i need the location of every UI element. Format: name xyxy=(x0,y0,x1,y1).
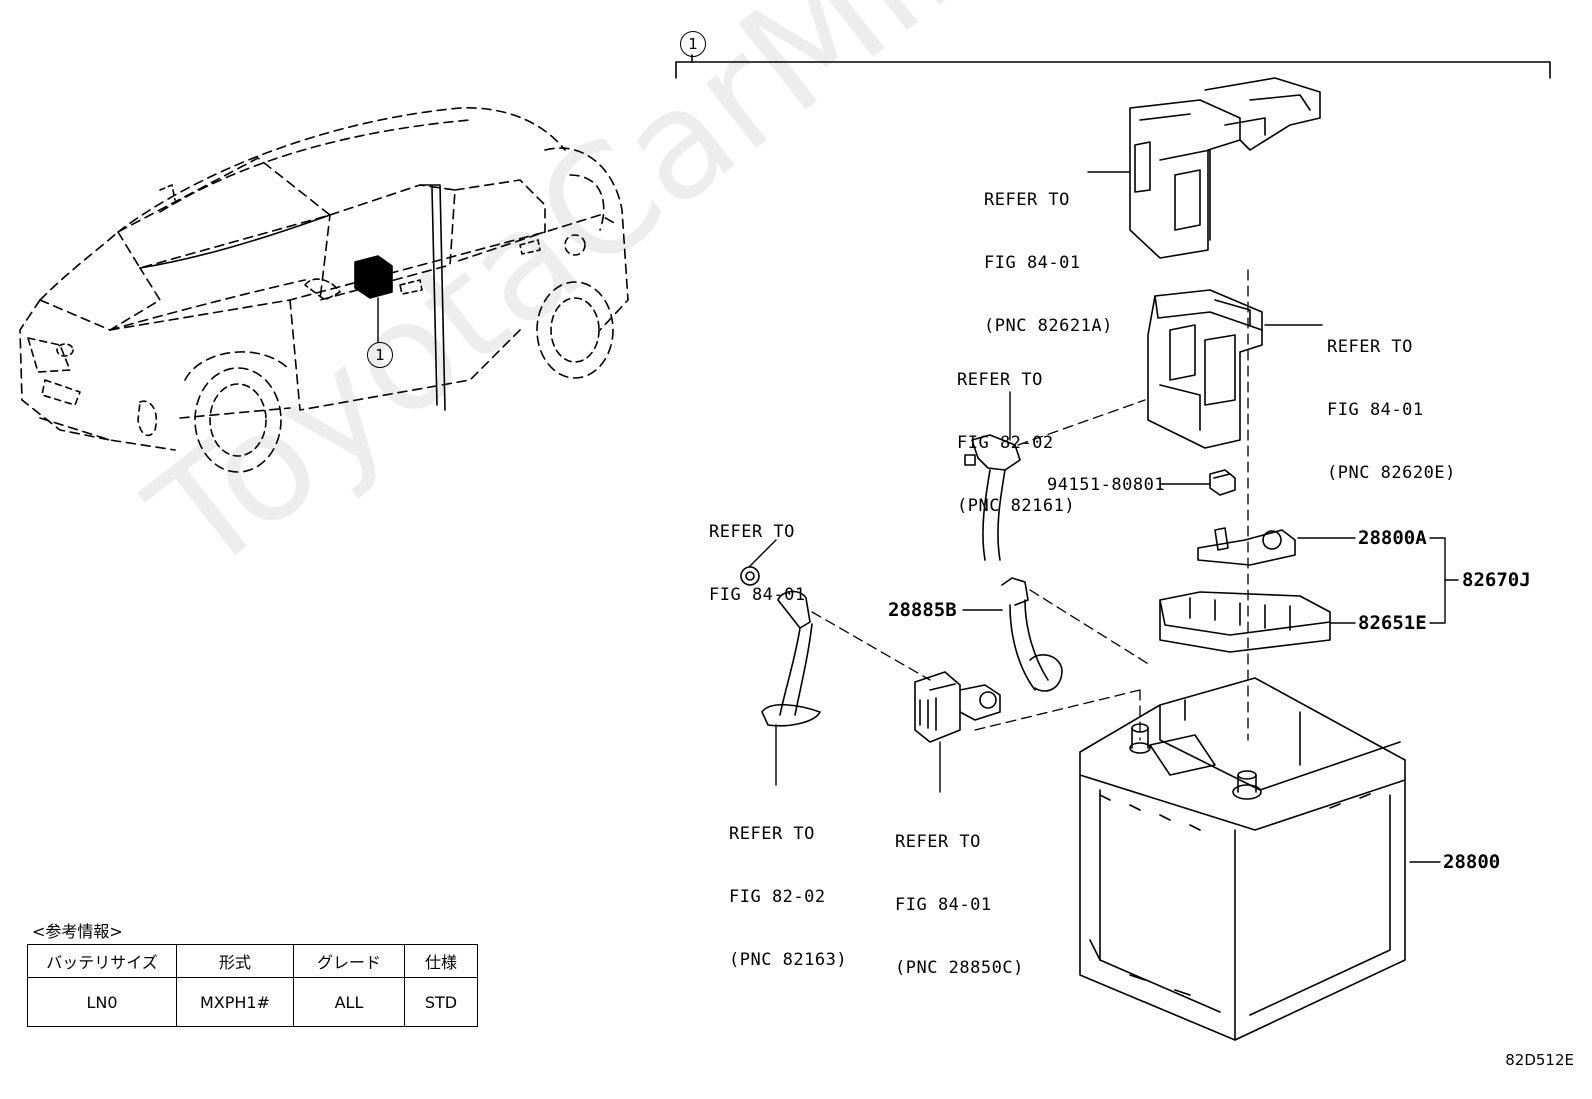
cell-battery-size: LN0 xyxy=(27,977,177,1027)
part-number-28885b[interactable]: 28885B xyxy=(888,599,957,621)
refer-fig: FIG 84-01 xyxy=(895,895,992,915)
refer-fig: FIG 84-01 xyxy=(709,585,806,605)
refer-line: REFER TO xyxy=(729,824,815,844)
cell-grade: ALL xyxy=(293,977,405,1027)
refer-fig: FIG 82-02 xyxy=(957,433,1054,453)
battery-28800 xyxy=(1079,677,1406,1041)
part-number-28800a[interactable]: 28800A xyxy=(1358,527,1427,549)
callout-marker-assembly: 1 xyxy=(680,31,706,57)
leader-lines xyxy=(749,171,1459,863)
part-number-28800[interactable]: 28800 xyxy=(1443,851,1501,873)
cover-82651e xyxy=(1159,591,1331,653)
refer-line: REFER TO xyxy=(1327,337,1413,357)
refer-label-82621a[interactable]: REFER TO FIG 84-01 (PNC 82621A) xyxy=(984,148,1113,358)
callout-marker-car: 1 xyxy=(367,342,393,368)
refer-label-82163[interactable]: REFER TO FIG 82-02 (PNC 82163) xyxy=(729,782,847,992)
header-spec: 仕様 xyxy=(404,944,478,978)
refer-pnc: (PNC 28850C) xyxy=(895,958,1024,978)
part-number-82670j[interactable]: 82670J xyxy=(1462,569,1531,591)
refer-fig: FIG 82-02 xyxy=(729,887,826,907)
refer-pnc: (PNC 82163) xyxy=(729,950,848,970)
relay-block-82620e xyxy=(1147,289,1263,449)
refer-label-82620e[interactable]: REFER TO FIG 84-01 (PNC 82620E) xyxy=(1327,295,1456,505)
header-battery-size: バッテリサイズ xyxy=(27,944,177,978)
cell-model: MXPH1# xyxy=(176,977,294,1027)
refer-label-28850c[interactable]: REFER TO FIG 84-01 (PNC 28850C) xyxy=(895,790,1024,1000)
refer-line: REFER TO xyxy=(984,190,1070,210)
refer-pnc: (PNC 82620E) xyxy=(1327,463,1456,483)
fuse-block-82621a xyxy=(1129,77,1321,259)
part-number-82651e[interactable]: 82651E xyxy=(1358,612,1427,634)
refer-line: REFER TO xyxy=(709,522,795,542)
terminal-28850c xyxy=(914,671,1001,743)
reference-info-title: <参考情報> xyxy=(32,922,123,941)
assembly-dashed-lines xyxy=(811,269,1249,741)
refer-pnc: (PNC 82161) xyxy=(957,496,1076,516)
refer-fig: FIG 84-01 xyxy=(984,253,1081,273)
header-model: 形式 xyxy=(176,944,294,978)
ground-cable-82163 xyxy=(740,566,821,727)
diagram-code: 82D512E xyxy=(1505,1051,1574,1069)
header-grade: グレード xyxy=(293,944,405,978)
refer-pnc: (PNC 82621A) xyxy=(984,316,1113,336)
refer-label-82161[interactable]: REFER TO FIG 82-02 (PNC 82161) xyxy=(957,328,1075,538)
cable-82161 xyxy=(964,434,1021,561)
cell-spec: STD xyxy=(404,977,478,1027)
bolt-94151 xyxy=(1209,469,1236,496)
terminal-28800a xyxy=(1197,527,1296,566)
refer-label-fig8401[interactable]: REFER TO FIG 84-01 xyxy=(709,480,806,627)
assembly-bracket xyxy=(675,54,1551,79)
refer-fig: FIG 84-01 xyxy=(1327,400,1424,420)
table-row: LN0 MXPH1# ALL STD xyxy=(27,977,478,1027)
reference-info-table: バッテリサイズ 形式 グレード 仕様 LN0 MXPH1# ALL STD xyxy=(27,944,478,1027)
cable-28885b xyxy=(1001,577,1063,692)
car-illustration xyxy=(19,107,629,473)
part-number-94151-80801[interactable]: 94151-80801 xyxy=(1047,475,1166,495)
refer-line: REFER TO xyxy=(895,832,981,852)
table-header-row: バッテリサイズ 形式 グレード 仕様 xyxy=(27,944,478,978)
refer-line: REFER TO xyxy=(957,370,1043,390)
